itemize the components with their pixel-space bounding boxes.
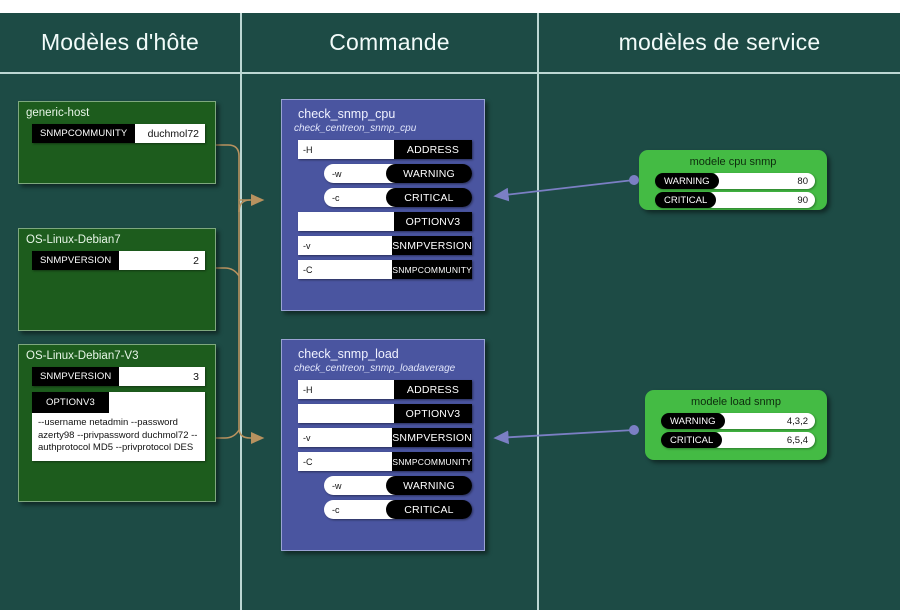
command-binary: check_centreon_snmp_cpu <box>294 123 417 134</box>
host-template-title: OS-Linux-Debian7-V3 <box>26 350 139 362</box>
service-macro-value: 90 <box>706 192 815 208</box>
command-arg-name: OPTIONV3 <box>394 212 472 231</box>
command-arg-name: OPTIONV3 <box>394 404 472 423</box>
host-macro-block-key: OPTIONV3 <box>32 392 109 413</box>
service-macro-key: CRITICAL <box>661 432 723 448</box>
host-macro-value: 3 <box>119 367 205 386</box>
command-arg-name: SNMPCOMMUNITY <box>392 260 472 279</box>
host-macro-row[interactable]: SNMPCOMMUNITY duchmol72 <box>32 124 205 143</box>
column-divider-2 <box>537 13 539 610</box>
column-title-command: Commande <box>329 29 450 55</box>
command-check-snmp-load[interactable]: check_snmp_load check_centreon_snmp_load… <box>281 339 485 551</box>
command-arg-name: CRITICAL <box>386 500 472 519</box>
command-arg-name: ADDRESS <box>394 380 472 399</box>
command-arg-flag: -c <box>324 500 396 519</box>
service-macro-value: 80 <box>708 173 815 189</box>
column-divider-1 <box>240 13 242 610</box>
service-template-title: modele cpu snmp <box>689 156 777 168</box>
header-divider <box>0 72 900 74</box>
command-arg-name: ADDRESS <box>394 140 472 159</box>
command-arg-row-critical[interactable]: -c CRITICAL <box>324 500 472 519</box>
command-arg-row-optionv3[interactable]: OPTIONV3 <box>298 404 472 423</box>
host-macro-row[interactable]: SNMPVERSION 3 <box>32 367 205 386</box>
service-macro-row[interactable]: CRITICAL 90 <box>655 192 815 208</box>
service-macro-row[interactable]: WARNING 80 <box>655 173 815 189</box>
command-arg-row-address[interactable]: -H ADDRESS <box>298 140 472 159</box>
command-binary: check_centreon_snmp_loadaverage <box>294 363 456 374</box>
command-arg-flag <box>298 212 394 231</box>
command-arg-row-warning[interactable]: -w WARNING <box>324 164 472 183</box>
command-arg-name: SNMPVERSION <box>392 428 472 447</box>
command-arg-flag: -C <box>298 260 393 279</box>
service-macro-value: 6,5,4 <box>712 432 815 448</box>
host-template-title: generic-host <box>26 107 90 119</box>
command-arg-row-address[interactable]: -H ADDRESS <box>298 380 472 399</box>
service-template-modele-cpu-snmp[interactable]: modele cpu snmp WARNING 80 CRITICAL 90 <box>639 150 827 210</box>
command-arg-flag <box>298 404 394 423</box>
host-template-os-linux-debian7[interactable]: OS-Linux-Debian7 SNMPVERSION 2 <box>18 228 216 331</box>
command-arg-flag: -v <box>298 236 393 255</box>
service-macro-key: WARNING <box>655 173 719 189</box>
service-macro-row[interactable]: CRITICAL 6,5,4 <box>661 432 815 448</box>
command-arg-flag: -v <box>298 428 393 447</box>
command-arg-name: CRITICAL <box>386 188 472 207</box>
command-arg-row-optionv3[interactable]: OPTIONV3 <box>298 212 472 231</box>
command-arg-name: SNMPCOMMUNITY <box>392 452 472 471</box>
command-arg-flag: -H <box>298 140 394 159</box>
host-macro-value: 2 <box>119 251 205 270</box>
host-template-generic-host[interactable]: generic-host SNMPCOMMUNITY duchmol72 <box>18 101 216 184</box>
command-arg-flag: -H <box>298 380 394 399</box>
command-arg-flag: -c <box>324 188 396 207</box>
command-arg-row-warning[interactable]: -w WARNING <box>324 476 472 495</box>
command-arg-name: WARNING <box>386 476 472 495</box>
command-arg-flag: -w <box>324 164 396 183</box>
host-macro-block-value: --username netadmin --password azerty98 … <box>38 417 198 453</box>
service-template-modele-load-snmp[interactable]: modele load snmp WARNING 4,3,2 CRITICAL … <box>645 390 827 460</box>
service-macro-key: CRITICAL <box>655 192 717 208</box>
host-macro-key: SNMPVERSION <box>32 251 120 270</box>
command-title: check_snmp_load <box>298 347 399 361</box>
host-macro-block[interactable]: OPTIONV3 --username netadmin --password … <box>32 392 205 461</box>
host-template-os-linux-debian7-v3[interactable]: OS-Linux-Debian7-V3 SNMPVERSION 3 OPTION… <box>18 344 216 502</box>
service-macro-key: WARNING <box>661 413 725 429</box>
command-check-snmp-cpu[interactable]: check_snmp_cpu check_centreon_snmp_cpu -… <box>281 99 485 311</box>
command-arg-name: SNMPVERSION <box>392 236 472 255</box>
command-arg-row-snmpversion[interactable]: -v SNMPVERSION <box>298 236 472 255</box>
service-macro-value: 4,3,2 <box>714 413 815 429</box>
command-arg-flag: -C <box>298 452 393 471</box>
command-arg-row-snmpcommunity[interactable]: -C SNMPCOMMUNITY <box>298 452 472 471</box>
command-title: check_snmp_cpu <box>298 107 396 121</box>
host-template-title: OS-Linux-Debian7 <box>26 234 121 246</box>
host-macro-key: SNMPCOMMUNITY <box>32 124 136 143</box>
host-macro-value: duchmol72 <box>135 124 205 143</box>
command-arg-row-snmpversion[interactable]: -v SNMPVERSION <box>298 428 472 447</box>
host-macro-row[interactable]: SNMPVERSION 2 <box>32 251 205 270</box>
column-title-host-templates: Modèles d'hôte <box>40 29 200 55</box>
service-template-title: modele load snmp <box>691 396 781 408</box>
command-arg-name: WARNING <box>386 164 472 183</box>
host-macro-key: SNMPVERSION <box>32 367 120 386</box>
column-title-service-templates: modèles de service <box>618 29 821 55</box>
command-arg-row-snmpcommunity[interactable]: -C SNMPCOMMUNITY <box>298 260 472 279</box>
service-macro-row[interactable]: WARNING 4,3,2 <box>661 413 815 429</box>
command-arg-row-critical[interactable]: -c CRITICAL <box>324 188 472 207</box>
command-arg-flag: -w <box>324 476 396 495</box>
